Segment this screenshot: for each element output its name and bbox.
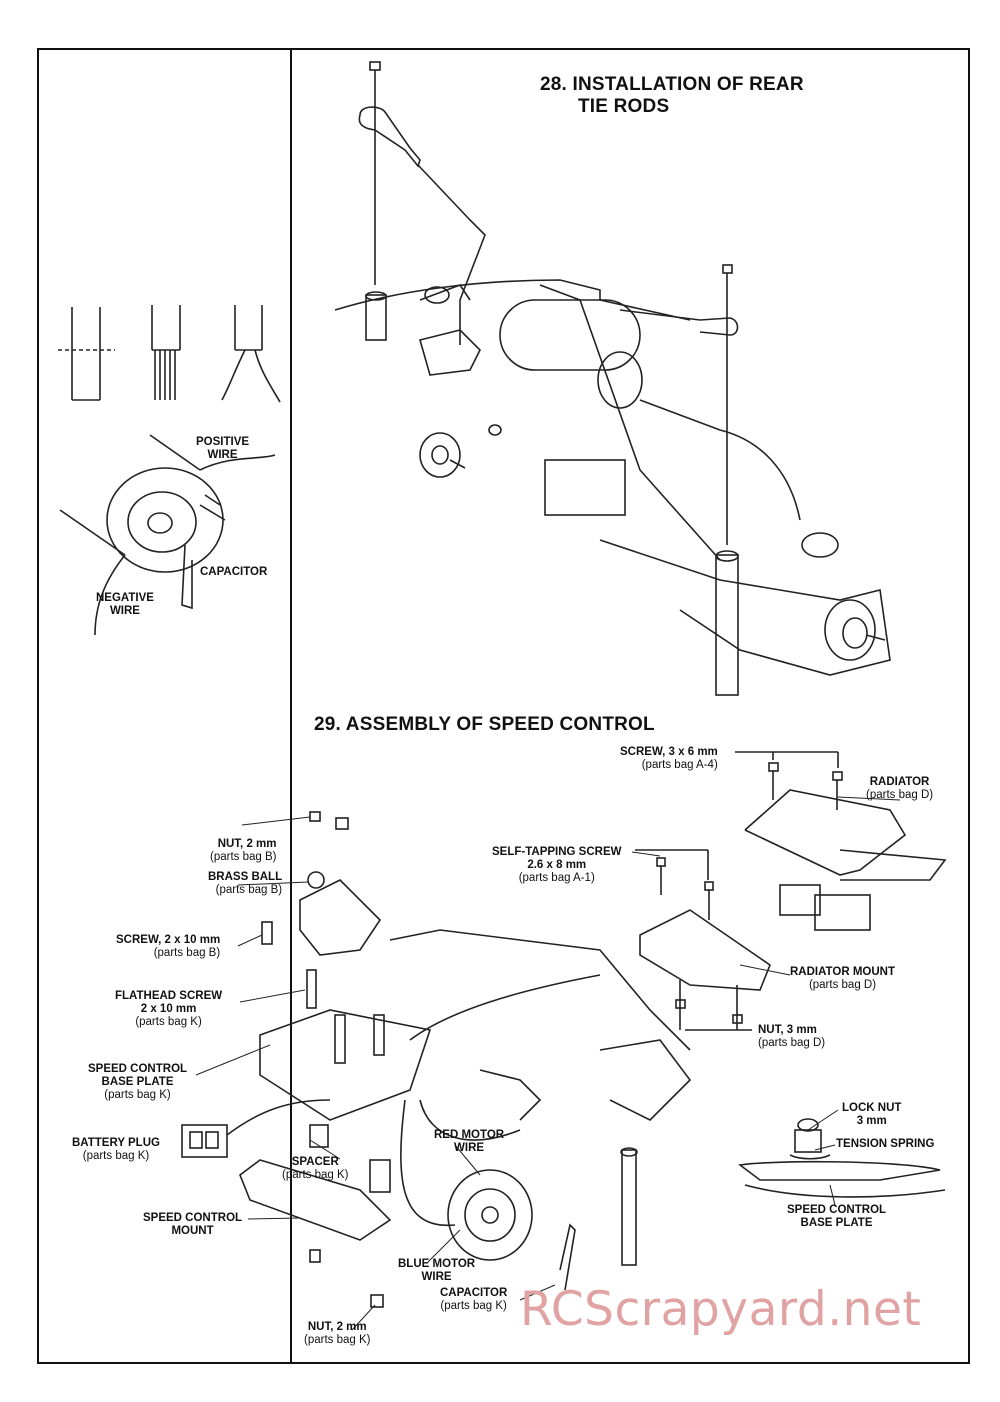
speed-control-drawing [181,751,947,1308]
section-28-title-line1: 28. INSTALLATION OF REAR [540,74,804,95]
section-28-title: 28. INSTALLATION OF REAR TIE RODS [540,74,804,118]
motor-wiring-diagram [59,434,276,636]
nut-3mm-label: NUT, 3 mm(parts bag D) [758,1024,826,1049]
column-divider [290,48,292,1364]
capacitor-label: CAPACITOR(parts bag K) [440,1287,508,1312]
capacitor-label-left: CAPACITOR [200,566,268,578]
screw-3x6-label: SCREW, 3 x 6 mm(parts bag A-4) [620,746,718,771]
wire-strip-diagram [58,305,281,403]
screw-2x10-label: SCREW, 2 x 10 mm(parts bag B) [116,934,221,959]
tension-spring-label: TENSION SPRING [836,1138,935,1150]
section-28-title-line2: TIE RODS [578,96,670,117]
radiator-label: RADIATOR(parts bag D) [866,776,934,801]
section-29-title: 29. ASSEMBLY OF SPEED CONTROL [314,714,655,735]
brass-ball-label: BRASS BALL(parts bag B) [208,871,283,896]
page-frame [37,48,970,1364]
spacer-label: SPACER(parts bag K) [282,1156,349,1181]
nut-2mm-top-label: NUT, 2 mm(parts bag B) [210,838,277,863]
watermark: RCScrapyard.net [520,1282,922,1337]
battery-plug-label: BATTERY PLUG(parts bag K) [72,1137,160,1162]
nut-2mm-bottom-label: NUT, 2 mm(parts bag K) [304,1321,371,1346]
rear-tie-rod-drawing [334,61,891,696]
radiator-mount-label: RADIATOR MOUNT(parts bag D) [790,966,895,991]
